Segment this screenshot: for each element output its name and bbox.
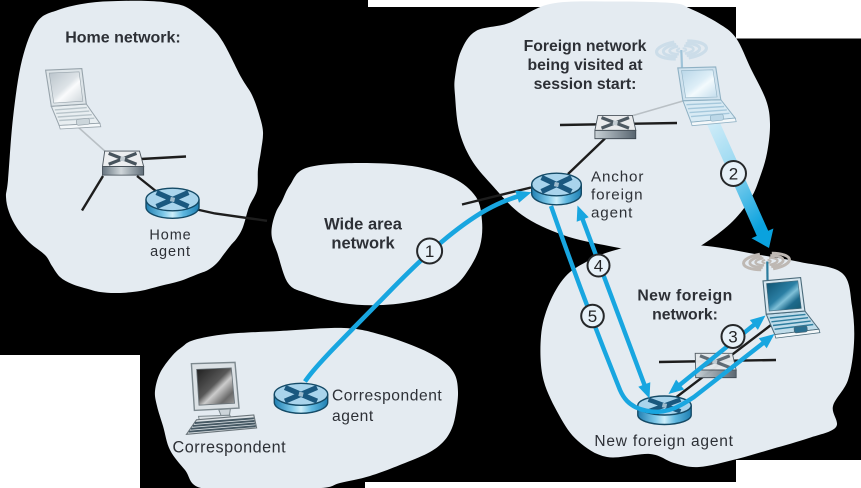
svg-text:foreign: foreign	[591, 186, 643, 203]
svg-text:Home network:: Home network:	[65, 29, 181, 46]
svg-text:network: network	[331, 235, 395, 253]
svg-text:New foreign agent: New foreign agent	[594, 433, 733, 450]
svg-text:Anchor: Anchor	[591, 168, 644, 185]
svg-text:agent: agent	[150, 244, 191, 260]
svg-text:5: 5	[588, 307, 597, 326]
svg-text:Correspondent: Correspondent	[332, 387, 442, 404]
svg-text:network:: network:	[652, 307, 718, 324]
svg-text:agent: agent	[332, 408, 374, 425]
svg-text:session start:: session start:	[534, 76, 637, 93]
svg-text:being visited at: being visited at	[528, 57, 644, 74]
svg-text:Correspondent: Correspondent	[173, 438, 287, 456]
svg-text:1: 1	[425, 242, 434, 261]
svg-text:Wide area: Wide area	[324, 216, 403, 234]
svg-text:Foreign network: Foreign network	[524, 38, 647, 55]
svg-text:Home: Home	[149, 228, 191, 244]
svg-text:3: 3	[728, 328, 737, 347]
svg-text:agent: agent	[591, 204, 633, 221]
svg-text:New foreign: New foreign	[637, 288, 732, 305]
svg-text:2: 2	[729, 165, 738, 184]
svg-text:4: 4	[594, 257, 603, 276]
